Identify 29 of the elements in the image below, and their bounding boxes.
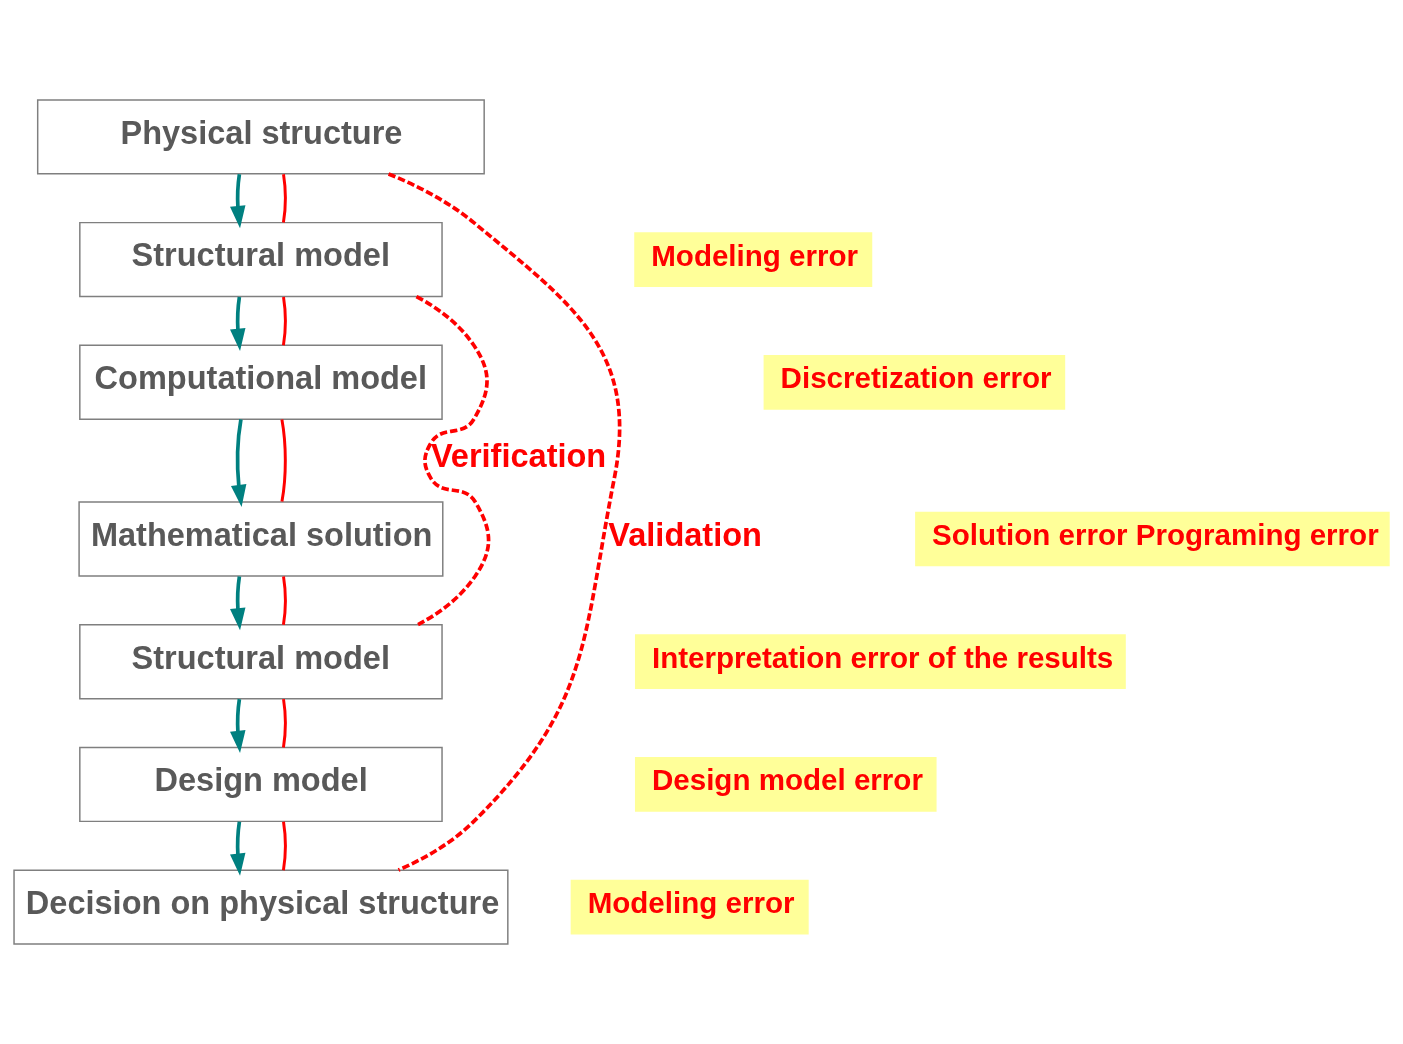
connector (280, 419, 287, 502)
connector (387, 172, 622, 872)
node-box: Solution error Programing error (915, 511, 1390, 567)
node-box: Discretization error (763, 354, 1066, 410)
node-box: Design model error (634, 757, 937, 812)
node-box: Physical structure (36, 99, 485, 175)
node-box: Modeling error (634, 232, 873, 287)
connector (281, 296, 287, 346)
arrow (230, 419, 247, 508)
connector (281, 576, 287, 625)
edge-label: Verification (430, 438, 607, 475)
arrow (230, 576, 246, 631)
node-box: Modeling error (570, 879, 809, 935)
node-box: Computational model (79, 344, 443, 420)
connector (281, 698, 287, 748)
connector (415, 295, 491, 627)
arrow (230, 821, 246, 876)
arrow (230, 296, 246, 351)
node-box: Mathematical solution (78, 501, 444, 577)
node-box: Interpretation error of the results (634, 634, 1126, 690)
node-box: Structural model (79, 624, 443, 700)
arrow (230, 174, 246, 229)
connector (281, 174, 287, 223)
arrow (230, 698, 246, 753)
node-box: Decision on physical structure (13, 869, 509, 945)
connector (281, 821, 287, 871)
edge-label: Validation (608, 516, 762, 553)
node-box: Design model (79, 746, 443, 823)
node-box: Structural model (79, 221, 443, 298)
